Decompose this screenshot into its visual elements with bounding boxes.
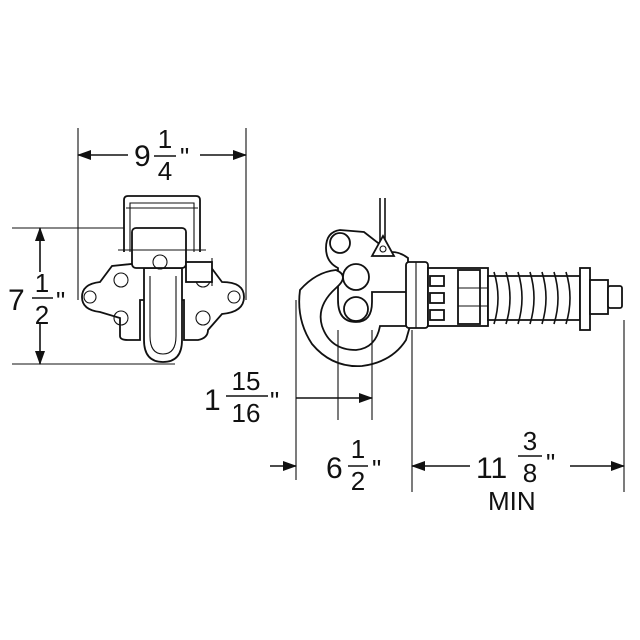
jaw-denominator: 16 (232, 398, 261, 428)
side-extension-lines (295, 300, 625, 492)
length-unit: " (546, 448, 555, 478)
depth-dimension: 6 1 2 " (270, 434, 381, 496)
jaw-whole: 1 (204, 384, 221, 417)
length-numerator: 3 (523, 426, 537, 456)
depth-numerator: 1 (351, 434, 365, 464)
front-view (12, 128, 247, 365)
height-whole: 7 (8, 284, 25, 317)
length-whole: 11 (476, 452, 507, 485)
width-denominator: 4 (158, 156, 172, 186)
length-denominator: 8 (523, 458, 537, 488)
depth-denominator: 2 (351, 466, 365, 496)
height-denominator: 2 (35, 300, 49, 330)
width-unit: " (180, 142, 189, 172)
side-view (298, 198, 623, 367)
depth-whole: 6 (326, 452, 343, 485)
height-unit: " (56, 286, 65, 316)
width-dimension: 9 1 4 " (77, 124, 247, 186)
depth-unit: " (372, 454, 381, 484)
length-dimension: 11 3 8 " MIN (411, 426, 625, 516)
height-dimension: 7 1 2 " (8, 227, 65, 365)
width-whole: 9 (134, 140, 151, 173)
width-numerator: 1 (158, 124, 172, 154)
length-qualifier: MIN (488, 486, 536, 516)
height-numerator: 1 (35, 268, 49, 298)
jaw-unit: " (270, 386, 279, 416)
jaw-dimension: 1 15 16 " (204, 366, 373, 428)
jaw-numerator: 15 (232, 366, 261, 396)
